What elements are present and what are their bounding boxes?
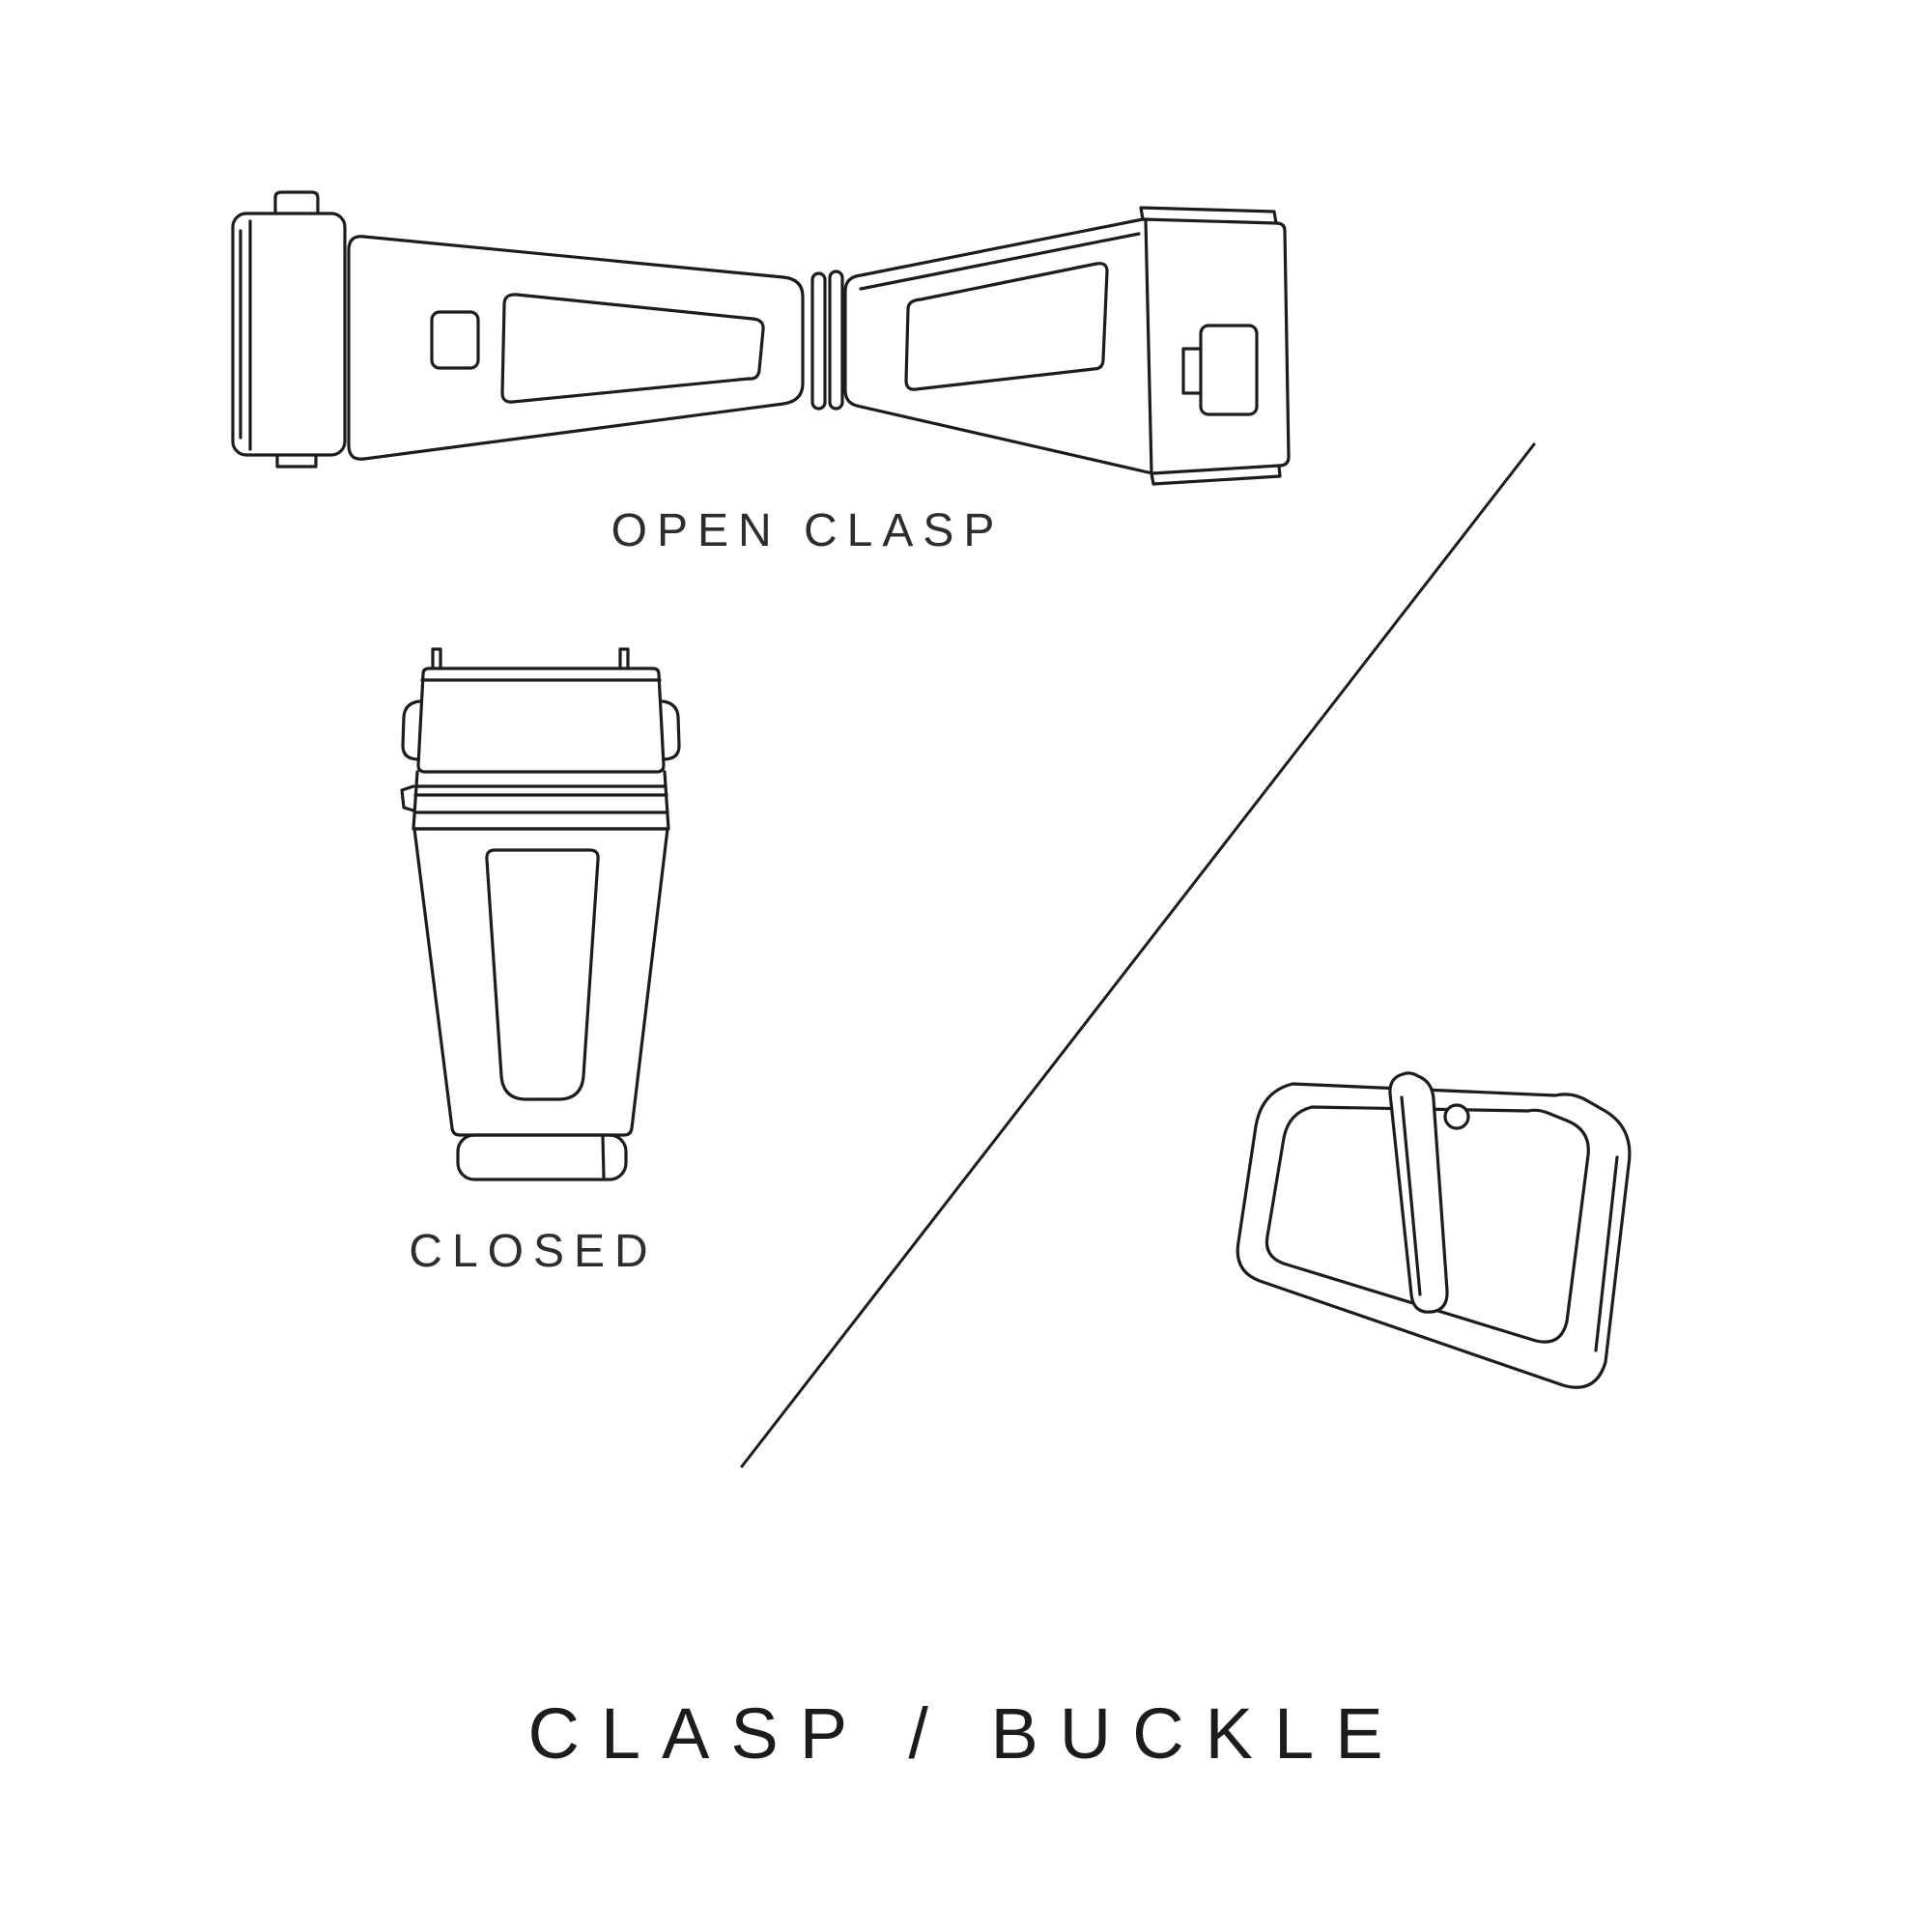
closed-clasp-label: CLOSED bbox=[409, 1226, 658, 1277]
buckle-drawing-icon bbox=[1236, 1071, 1632, 1389]
buckle-illustration bbox=[1229, 1065, 1644, 1422]
closed-clasp-drawing-icon bbox=[400, 647, 681, 1181]
page-title: CLASP / BUCKLE bbox=[527, 1693, 1405, 1774]
closed-clasp-illustration bbox=[379, 645, 707, 1206]
open-clasp-illustration bbox=[217, 179, 1299, 497]
open-clasp-label: OPEN CLASP bbox=[611, 505, 1005, 556]
open-clasp-drawing-icon bbox=[231, 190, 1291, 486]
